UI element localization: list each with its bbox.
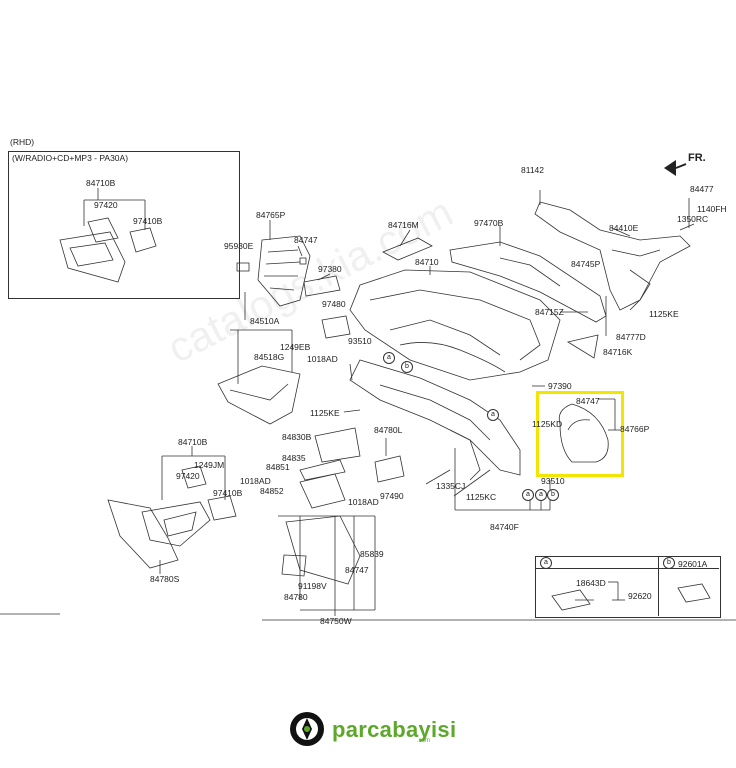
part-label[interactable]: 84518G	[254, 352, 285, 362]
callout-a: a	[487, 409, 499, 421]
part-label[interactable]: 81142	[521, 165, 545, 175]
part-label[interactable]: 84747	[576, 396, 600, 406]
part-label[interactable]: 84780L	[374, 425, 403, 435]
part-label[interactable]: 84766P	[620, 424, 650, 434]
rhd-label-84710B: 84710B	[86, 178, 116, 188]
callout-a: a	[383, 352, 395, 364]
part-label[interactable]: 84710	[415, 257, 439, 267]
part-label[interactable]: 84410E	[609, 223, 639, 233]
part-label[interactable]: 1140FH	[697, 204, 727, 214]
part-label[interactable]: 1125KC	[466, 492, 497, 502]
part-label[interactable]: 97410B	[213, 488, 243, 498]
part-label[interactable]: 97470B	[474, 218, 504, 228]
part-label[interactable]: 1018AD	[240, 476, 271, 486]
rhd-label-97420: 97420	[94, 200, 118, 210]
part-label[interactable]: 84780S	[150, 574, 180, 584]
rhd-label-97410B: 97410B	[133, 216, 163, 226]
part-label[interactable]: 93510	[541, 476, 565, 486]
part-label[interactable]: 84765P	[256, 210, 286, 220]
legend-key-b: b	[663, 557, 675, 569]
rhd-title: (RHD)	[10, 137, 35, 147]
part-label[interactable]: 84715Z	[535, 307, 564, 317]
part-label[interactable]: 84510A	[250, 316, 280, 326]
part-label[interactable]: 84740F	[490, 522, 519, 532]
part-label[interactable]: 1350RC	[677, 214, 709, 224]
brand-logo: parcabayisi .com	[288, 710, 460, 750]
part-label[interactable]: 1125KE	[310, 408, 340, 418]
legend-label[interactable]: 92620	[628, 591, 652, 601]
part-label[interactable]: 84710B	[178, 437, 208, 447]
part-label[interactable]: 84716M	[388, 220, 419, 230]
part-label[interactable]: 97490	[380, 491, 404, 501]
callout-b: b	[547, 489, 559, 501]
brand-mark-icon	[290, 712, 324, 746]
legend-header-row	[535, 556, 719, 569]
part-label[interactable]: 1125KD	[532, 419, 563, 429]
front-indicator: FR.	[688, 152, 706, 164]
callout-a: a	[535, 489, 547, 501]
legend-divider	[658, 556, 659, 616]
part-label[interactable]: 97480	[322, 299, 346, 309]
part-label[interactable]: 84745P	[571, 259, 601, 269]
part-label[interactable]: 95930E	[224, 241, 254, 251]
brand-suffix: .com	[417, 738, 431, 744]
part-label[interactable]: 93510	[348, 336, 372, 346]
rhd-subtitle: (W/RADIO+CD+MP3 - PA30A)	[12, 153, 129, 163]
part-label[interactable]: 84852	[260, 486, 284, 496]
legend-label[interactable]: 92601A	[678, 559, 708, 569]
part-label[interactable]: 84750W	[320, 616, 352, 626]
part-label[interactable]: 84835	[282, 453, 306, 463]
part-label[interactable]: 84830B	[282, 432, 312, 442]
part-label[interactable]: 1249EB	[280, 342, 311, 352]
part-label[interactable]: 84716K	[603, 347, 633, 357]
part-label[interactable]: 1018AD	[348, 497, 379, 507]
part-label[interactable]: 97380	[318, 264, 342, 274]
part-label[interactable]: 84747	[345, 565, 369, 575]
part-label[interactable]: 85839	[360, 549, 384, 559]
part-label[interactable]: 91198V	[298, 581, 327, 591]
part-label[interactable]: 84477	[690, 184, 714, 194]
part-label[interactable]: 97390	[548, 381, 572, 391]
highlight-box	[536, 391, 624, 477]
part-label[interactable]: 1018AD	[307, 354, 338, 364]
callout-b: b	[401, 361, 413, 373]
brand-name: parcabayisi	[332, 717, 457, 742]
part-label[interactable]: 84747	[294, 235, 318, 245]
legend-label[interactable]: 18643D	[576, 578, 606, 588]
part-label[interactable]: 84851	[266, 462, 290, 472]
part-label[interactable]: 84777D	[616, 332, 646, 342]
rhd-variant-box	[8, 151, 240, 299]
part-label[interactable]: 97420	[176, 471, 200, 481]
part-label[interactable]: 84780	[284, 592, 308, 602]
legend-box	[535, 556, 721, 618]
legend-key-a: a	[540, 557, 552, 569]
callout-a: a	[522, 489, 534, 501]
part-label[interactable]: 1335CJ	[436, 481, 466, 491]
part-label[interactable]: 1249JM	[194, 460, 225, 470]
part-label[interactable]: 1125KE	[649, 309, 679, 319]
